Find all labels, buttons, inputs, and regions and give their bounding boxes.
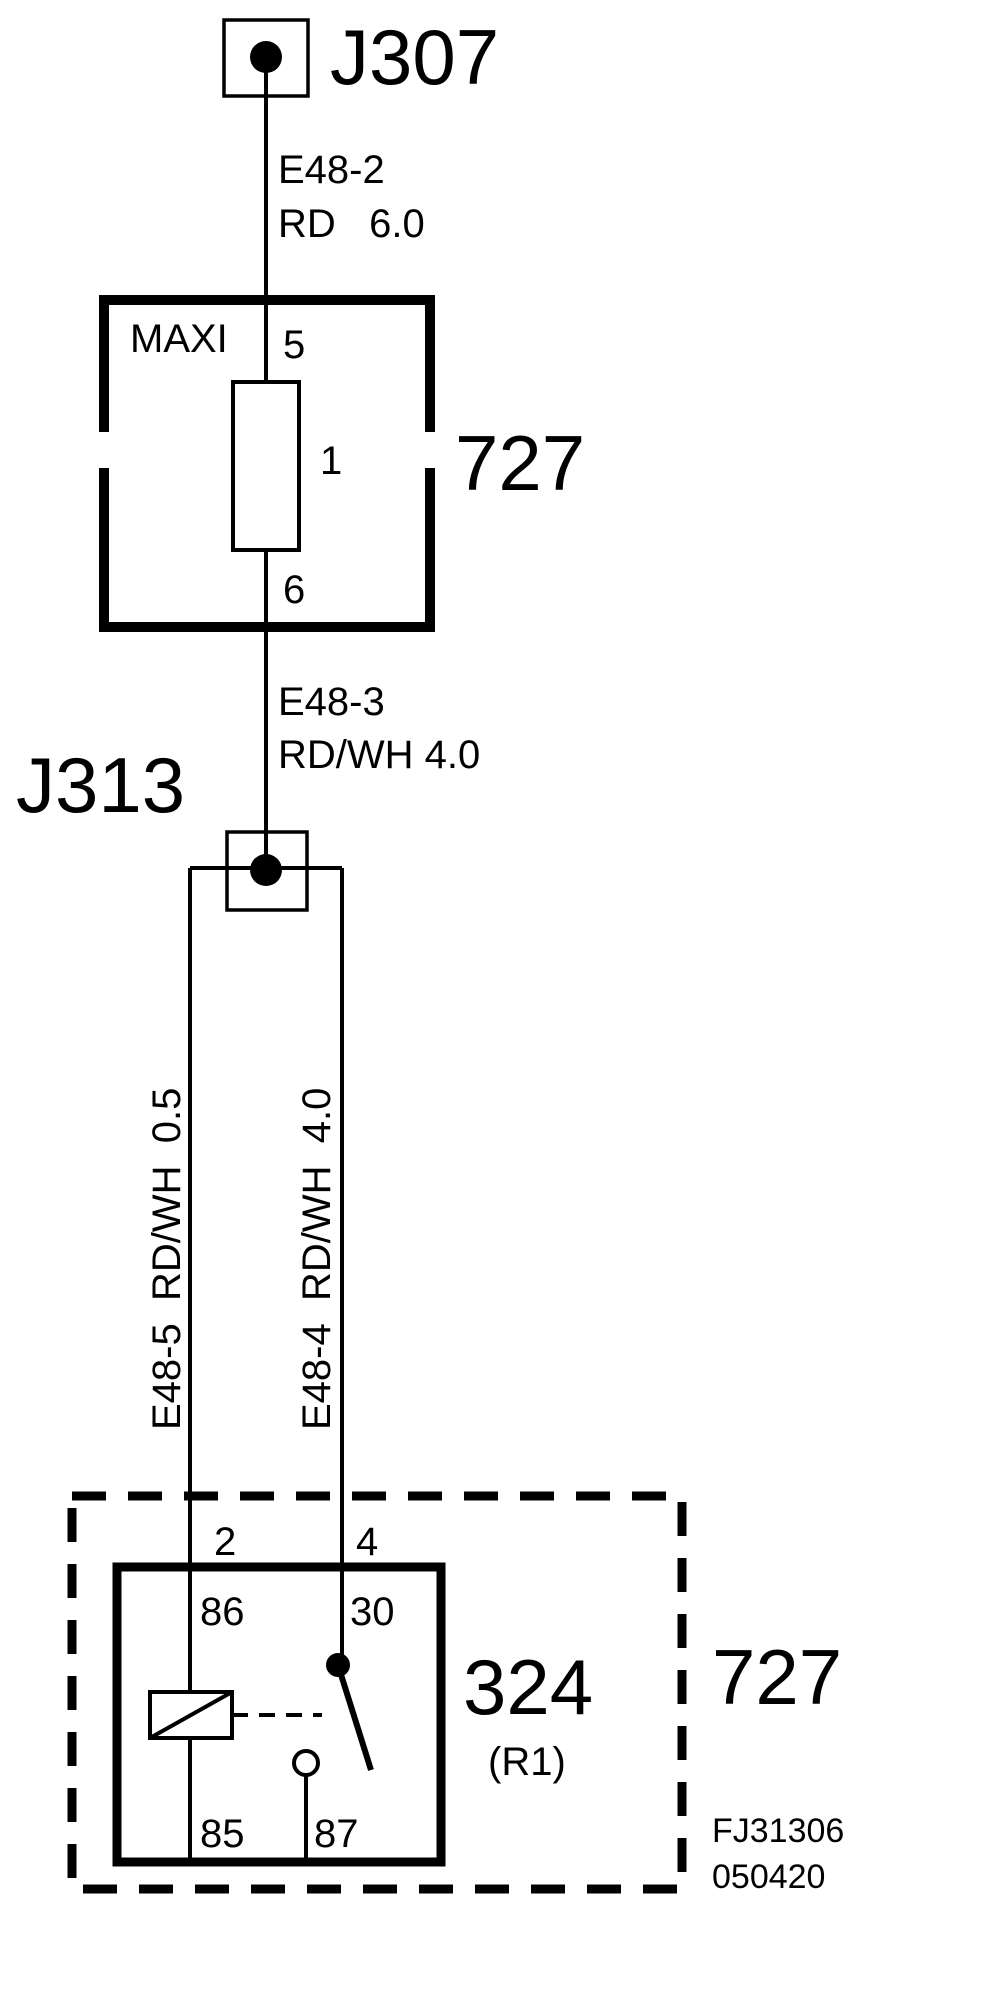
fuse-element[interactable] (231, 380, 301, 552)
relay-number: 324 (463, 1643, 593, 1731)
relay-box-number: 727 (712, 1633, 842, 1721)
fuse-box-number: 727 (455, 419, 585, 507)
relay-pin-2: 2 (214, 1520, 236, 1564)
wire-e48-2-spec: RD 6.0 (278, 202, 425, 246)
relay-pin-85: 85 (200, 1812, 245, 1856)
relay-designation: (R1) (488, 1740, 566, 1784)
connector-j307-label: J307 (330, 13, 499, 101)
relay-coil (148, 1690, 322, 1740)
relay-pin-4: 4 (356, 1520, 378, 1564)
relay-box-727 (67, 1491, 687, 1894)
fuse-pin-5: 5 (283, 323, 305, 367)
drawing-code: FJ31306 (712, 1812, 844, 1850)
wire-e48-3-spec: RD/WH 4.0 (278, 733, 480, 777)
relay-324[interactable] (112, 1562, 446, 1867)
relay-switch (292, 1653, 374, 1862)
connector-j313[interactable] (190, 830, 342, 912)
fuse-pin-6: 6 (283, 568, 305, 612)
relay-pin-87: 87 (314, 1812, 359, 1856)
wire-e48-2-id: E48-2 (278, 148, 385, 192)
relay-pin-86: 86 (200, 1590, 245, 1634)
relay-pin-30: 30 (350, 1590, 395, 1634)
wire-e48-4-label: E48-4 RD/WH 4.0 (295, 1088, 339, 1430)
fuse-type-label: MAXI (130, 317, 228, 361)
drawing-date: 050420 (712, 1858, 825, 1896)
wire-e48-3-id: E48-3 (278, 680, 385, 724)
fuse-number: 1 (320, 439, 342, 483)
connector-j313-label: J313 (16, 741, 185, 829)
wire-e48-5-label: E48-5 RD/WH 0.5 (145, 1088, 189, 1430)
